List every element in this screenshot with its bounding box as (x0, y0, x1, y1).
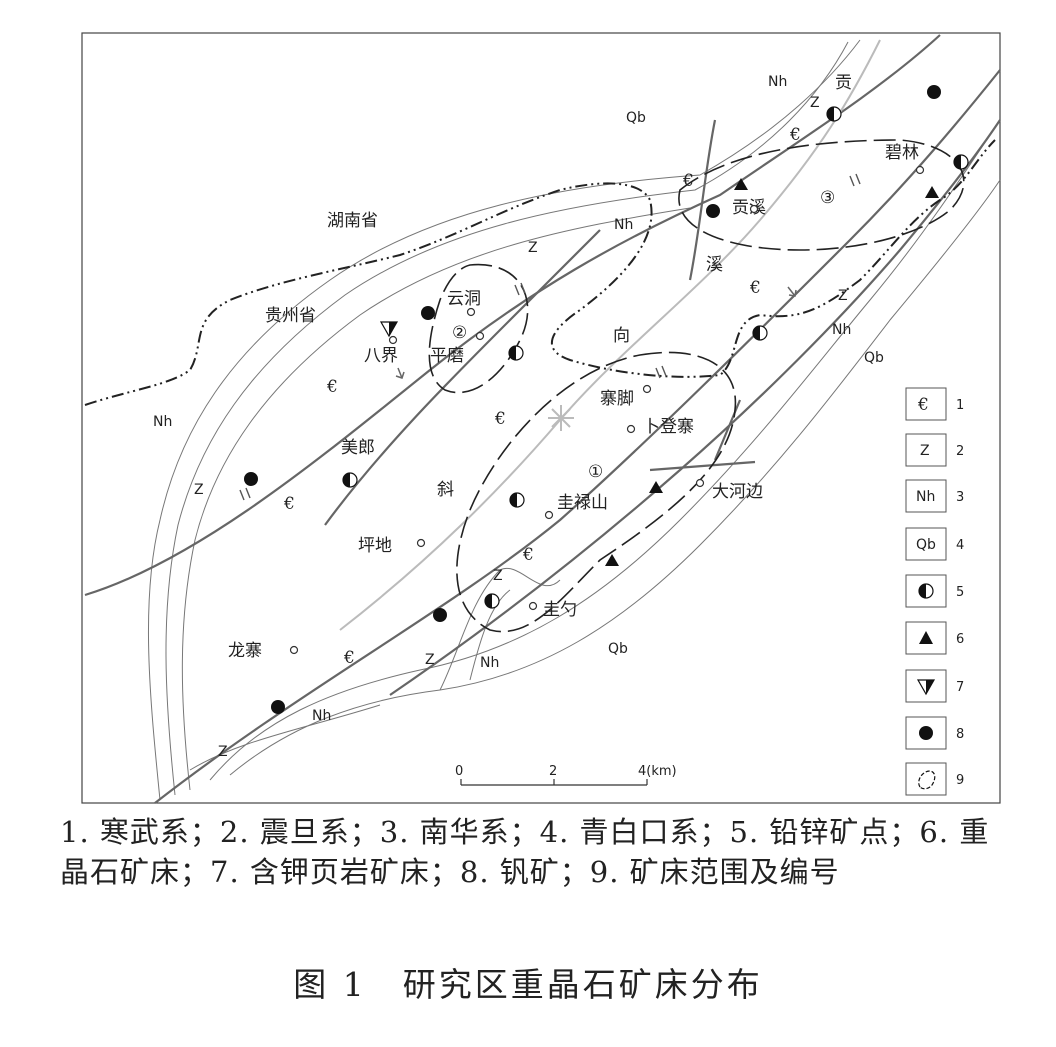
svg-text:Nh: Nh (312, 708, 331, 724)
svg-text:€: € (343, 648, 355, 668)
svg-text:Z: Z (810, 95, 820, 111)
place-label: 卜登寨 (643, 417, 694, 437)
svg-text:€: € (682, 171, 694, 191)
dip-arrows (395, 286, 797, 379)
legend-item-7: 7 (905, 669, 964, 703)
place-label: 龙寨 (228, 641, 262, 661)
svg-text:Nh: Nh (832, 322, 851, 338)
legend-item-1: € 1 (905, 387, 964, 421)
cambrian-icon: € (917, 395, 929, 415)
province-label-guizhou: 贵州省 (265, 306, 316, 326)
place-label: 贡溪 (732, 198, 766, 218)
figure-title: 图 1 研究区重晶石矿床分布 (293, 965, 763, 1004)
svg-text:Z: Z (528, 240, 538, 256)
svg-text:Qb: Qb (864, 350, 884, 366)
legend-item-8: 8 (905, 716, 964, 750)
scale-tick-0: 0 (455, 764, 463, 779)
filled-circle-icon (919, 726, 933, 740)
legend-item-5: 5 (905, 574, 964, 608)
svg-text:€: € (283, 494, 295, 514)
half-inverted-triangle-icon (379, 321, 399, 338)
svg-text:Z: Z (194, 482, 204, 498)
place-label: 美郎 (341, 438, 375, 458)
nanhua-icon: Nh (916, 489, 935, 505)
legend-item-4: Qb 4 (905, 527, 964, 561)
place-label: 溪 (706, 255, 723, 275)
place-label: 大河边 (712, 482, 763, 502)
half-filled-circle-icon (342, 106, 969, 609)
legend-caption: 1. 寒武系；2. 震旦系；3. 南华系；4. 青白口系；5. 铅锌矿点；6. … (60, 815, 990, 889)
svg-text:8: 8 (956, 727, 964, 742)
scale-bar (460, 779, 648, 786)
fault-lines (84, 34, 1001, 804)
formation-labels: Qb Qb Qb Nh Nh Nh Nh Nh Nh Z Z Z Z Z Z Z… (153, 74, 884, 760)
svg-text:Z: Z (218, 744, 228, 760)
strike-ticks (239, 173, 861, 501)
map-frame (81, 32, 1001, 804)
legend-item-3: Nh 3 (905, 479, 964, 513)
scale-tick-4: 4(km) (638, 764, 677, 779)
province-boundary (84, 139, 996, 406)
svg-text:9: 9 (956, 773, 964, 788)
svg-text:3: 3 (956, 490, 964, 505)
geologic-map: 湖南省 贵州省 贡 碧林 贡溪 溪 向 云洞 平磨 八界 寨脚 卜登寨 美郎 斜… (81, 32, 1001, 804)
svg-text:7: 7 (956, 680, 964, 695)
svg-text:2: 2 (956, 444, 964, 459)
svg-text:Qb: Qb (626, 110, 646, 126)
place-label: 圭禄山 (557, 493, 608, 513)
place-label: 贡 (835, 73, 852, 93)
svg-text:€: € (522, 545, 534, 565)
filled-circle-icon (244, 85, 941, 714)
syncline-axis (339, 39, 881, 631)
half-inverted-triangle-icon (916, 679, 936, 696)
svg-text:6: 6 (956, 632, 964, 647)
deposit-number-1: ① (588, 462, 603, 482)
formation-boundaries (147, 39, 1001, 801)
svg-text:4: 4 (956, 538, 964, 553)
svg-text:Nh: Nh (153, 414, 172, 430)
place-label: 云洞 (447, 289, 481, 309)
svg-text:1: 1 (956, 398, 964, 413)
svg-text:Z: Z (838, 288, 848, 304)
svg-text:Nh: Nh (614, 217, 633, 233)
place-label: 斜 (437, 480, 454, 500)
svg-text:5: 5 (956, 585, 964, 600)
svg-text:€: € (494, 409, 506, 429)
svg-text:Nh: Nh (480, 655, 499, 671)
deposit-number-2: ② (452, 323, 467, 343)
filled-triangle-icon (605, 178, 939, 566)
legend-item-6: 6 (905, 621, 964, 655)
svg-text:Z: Z (425, 652, 435, 668)
qingbaikou-icon: Qb (916, 537, 936, 553)
legend-item-2: Z 2 (905, 433, 964, 467)
legend: € 1 Z 2 Nh 3 Qb 4 5 6 (905, 387, 964, 796)
svg-text:Qb: Qb (608, 641, 628, 657)
svg-text:€: € (789, 125, 801, 145)
sinian-icon: Z (920, 443, 930, 459)
place-label: 碧林 (885, 143, 919, 163)
settlement-markers (289, 165, 925, 655)
half-filled-circle-icon (918, 583, 934, 599)
place-label: 向 (613, 326, 630, 346)
svg-text:€: € (326, 377, 338, 397)
province-label-hunan: 湖南省 (327, 211, 378, 231)
filled-triangle-icon (919, 631, 933, 644)
axis-star-icon (548, 405, 574, 431)
place-label: 寨脚 (600, 389, 634, 409)
place-label: 平磨 (430, 346, 464, 366)
place-label: 坪地 (358, 536, 392, 556)
svg-text:€: € (749, 278, 761, 298)
place-label: 八界 (364, 346, 398, 366)
deposit-outlines (428, 139, 965, 633)
place-label: 圭勺 (543, 600, 577, 620)
deposit-number-3: ③ (820, 188, 835, 208)
scale-tick-2: 2 (549, 764, 557, 779)
svg-text:Nh: Nh (768, 74, 787, 90)
svg-text:Z: Z (493, 568, 503, 584)
legend-item-9: 9 (905, 762, 964, 796)
